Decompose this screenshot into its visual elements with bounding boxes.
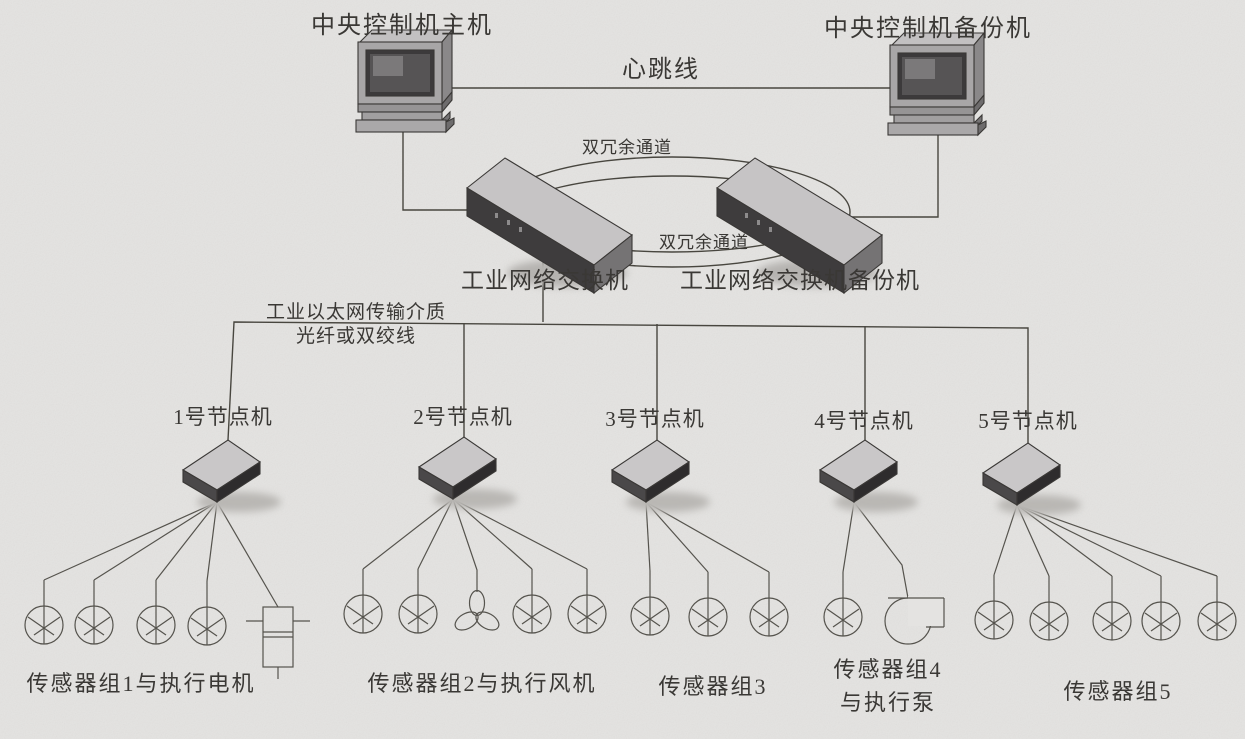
node4-label: 4号节点机 <box>814 409 914 433</box>
ethernet-bus <box>227 321 1029 443</box>
fan-feeder <box>452 498 478 592</box>
node3-label: 3号节点机 <box>605 407 705 431</box>
node1-label: 1号节点机 <box>173 405 273 429</box>
node2-label: 2号节点机 <box>413 405 513 429</box>
motor-icon <box>246 606 310 679</box>
connection-wires <box>227 87 1029 443</box>
heartbeat-label: 心跳线 <box>622 56 700 83</box>
redundant-channel-top-label: 双冗余通道 <box>582 138 672 157</box>
industrial-switch-backup-label: 工业网络交换机备份机 <box>680 268 920 293</box>
node5-label: 5号节点机 <box>978 409 1078 433</box>
fan-icon <box>454 589 500 631</box>
central-computer-backup-label: 中央控制机备份机 <box>824 15 1032 42</box>
sensor-group3-label: 传感器组3 <box>658 674 767 699</box>
node-feeder-lines <box>43 498 1218 608</box>
motor-feeder <box>216 501 279 608</box>
industrial-switch-main-label: 工业网络交换机 <box>461 268 629 293</box>
fiber-or-twisted-pair-label: 光纤或双绞线 <box>296 325 416 347</box>
backup-computer-to-switch-link <box>830 130 939 218</box>
central-computer-main-label: 中央控制机主机 <box>311 12 493 39</box>
redundant-channel-bottom-label: 双冗余通道 <box>659 233 749 252</box>
sensor-group5-label: 传感器组5 <box>1063 679 1172 704</box>
sensor-group4-label-line2: 与执行泵 <box>840 690 936 715</box>
transmission-medium-label: 工业以太网传输介质 <box>266 301 446 323</box>
sensor-group4-label: 传感器组4 <box>833 657 942 682</box>
sensor-group1-label: 传感器组1与执行电机 <box>26 671 255 696</box>
sensor-group2-label: 传感器组2与执行风机 <box>367 671 596 696</box>
central-computer-backup <box>887 32 987 136</box>
pump-icon <box>884 596 945 645</box>
pump-feeder <box>853 501 909 599</box>
central-computer-main <box>355 29 455 133</box>
